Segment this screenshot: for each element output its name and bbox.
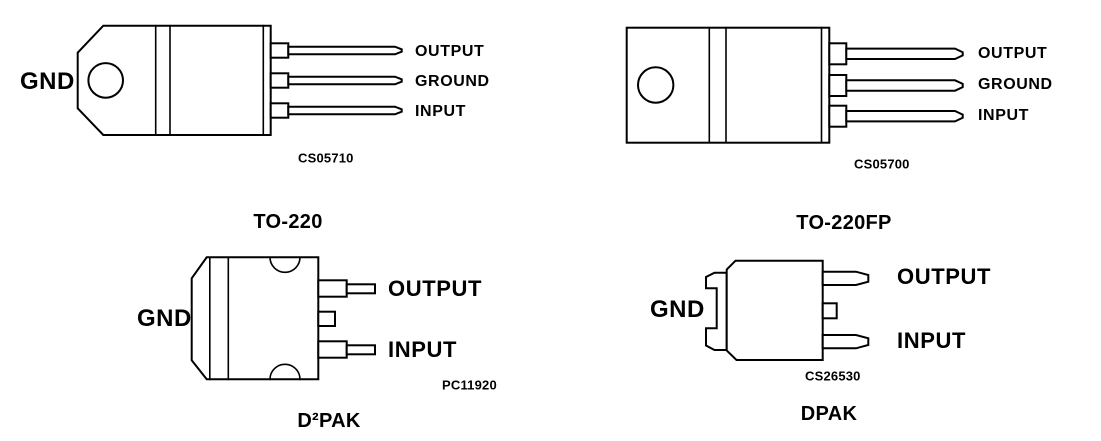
to220-figure-code: CS05710: [298, 150, 354, 166]
to220-pin-output: [269, 42, 403, 59]
to220fp-pin-label-output: OUTPUT: [978, 45, 1048, 62]
to220fp-package-drawing: [625, 26, 964, 144]
d2pak-figure-code: PC11920: [442, 377, 497, 393]
to220-title: TO-220: [253, 211, 323, 233]
to220fp-mounting-hole: [637, 66, 675, 104]
to220fp-figure-code: CS05700: [854, 156, 910, 172]
d2pak-pin-input: [317, 340, 377, 359]
d2pak-center-stub: [317, 310, 336, 328]
to220-gnd-label: GND: [20, 68, 75, 95]
to220fp-pin-input: [828, 104, 964, 128]
d2pak-top-notch: [269, 256, 301, 274]
to220-package-drawing: [76, 24, 403, 136]
dpak-package-drawing: [705, 259, 870, 361]
dpak-pin-label-output: OUTPUT: [897, 264, 992, 289]
dpak-center-stub: [821, 302, 838, 320]
dpak-pin-input: [821, 334, 870, 350]
d2pak-body-outline: [190, 256, 320, 381]
to220-pin-ground: [269, 72, 403, 89]
d2pak-gnd-label: GND: [137, 305, 192, 332]
dpak-gnd-tab: [705, 271, 728, 351]
dpak-title: DPAK: [800, 403, 858, 425]
dpak-body-outline: [725, 259, 824, 361]
to220fp-body-outline: [625, 26, 831, 144]
d2pak-bottom-notch: [269, 363, 301, 381]
to220-pin-label-input: INPUT: [415, 103, 466, 120]
dpak-gnd-label: GND: [650, 296, 705, 323]
to220fp-pin-label-ground: GROUND: [978, 76, 1053, 93]
to220fp-pin-ground: [828, 74, 964, 97]
to220-pin-label-output: OUTPUT: [415, 43, 485, 60]
d2pak-title: D²PAK: [297, 410, 361, 432]
d2pak-pin-label-input: INPUT: [388, 337, 457, 362]
to220-mounting-hole: [87, 62, 124, 99]
dpak-pin-output: [821, 270, 870, 286]
to220fp-title: TO-220FP: [796, 212, 892, 234]
to220-body-outline: [76, 24, 272, 136]
d2pak-pin-output: [317, 279, 377, 298]
d2pak-package-drawing: [190, 256, 377, 381]
to220-pin-input: [269, 102, 403, 119]
to220fp-pin-label-input: INPUT: [978, 107, 1029, 124]
to220-pin-label-ground: GROUND: [415, 73, 490, 90]
to220fp-pin-output: [828, 42, 964, 66]
dpak-pin-label-input: INPUT: [897, 328, 966, 353]
d2pak-pin-label-output: OUTPUT: [388, 276, 483, 301]
dpak-figure-code: CS26530: [805, 368, 861, 384]
